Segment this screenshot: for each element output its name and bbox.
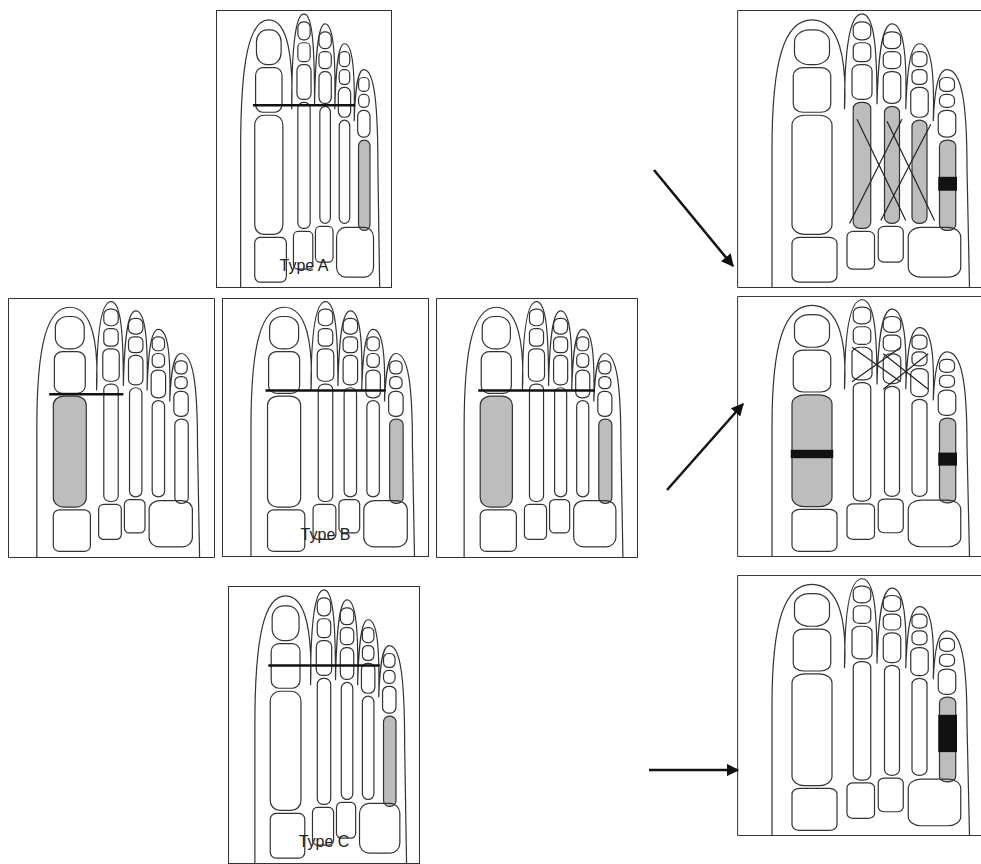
resection-bar <box>938 715 957 752</box>
flow-arrows <box>649 170 743 770</box>
arrow <box>667 404 743 490</box>
resection-bar <box>791 450 834 458</box>
foot-skeleton <box>37 302 200 557</box>
shaded-bone <box>53 396 86 507</box>
shaded-bone <box>390 419 403 503</box>
foot-skeleton <box>251 302 415 557</box>
result-panel <box>737 10 981 288</box>
resection-bar <box>938 177 957 191</box>
osteotomy-lines <box>852 347 928 389</box>
foot-skeleton <box>241 14 380 288</box>
foot-panel <box>216 10 392 288</box>
cut-line <box>265 389 385 392</box>
shaded-bone <box>384 716 396 806</box>
panel-border <box>9 299 215 558</box>
foot-skeleton <box>772 579 970 836</box>
shaded-bone <box>480 396 512 507</box>
result-panel <box>737 575 981 836</box>
result-panel <box>737 296 981 557</box>
panel-box: Type B <box>222 298 429 557</box>
panel-label: Type B <box>301 526 351 556</box>
cut-line <box>253 104 355 107</box>
foot-skeleton <box>464 302 623 557</box>
panel-box: Type C <box>228 586 420 864</box>
panel-label: Type A <box>280 257 329 287</box>
arrow <box>649 769 738 772</box>
panel-box: Type A <box>216 10 392 288</box>
foot-panel <box>8 298 214 557</box>
foot-panel <box>222 298 429 557</box>
shaded-bone <box>359 140 370 230</box>
arrow <box>654 170 733 266</box>
cut-line <box>478 389 595 392</box>
foot-panel <box>436 298 637 557</box>
cut-line <box>49 393 123 396</box>
foot-skeleton <box>772 14 970 288</box>
foot-skeleton <box>772 300 970 557</box>
osteotomy-lines <box>850 119 935 223</box>
cut-line <box>268 664 379 667</box>
foot-skeleton <box>255 590 407 864</box>
panel-border <box>437 299 638 558</box>
resection-bar <box>938 453 957 466</box>
panel-label: Type C <box>299 833 350 863</box>
foot-panel <box>228 586 420 864</box>
shaded-bone <box>599 419 612 503</box>
